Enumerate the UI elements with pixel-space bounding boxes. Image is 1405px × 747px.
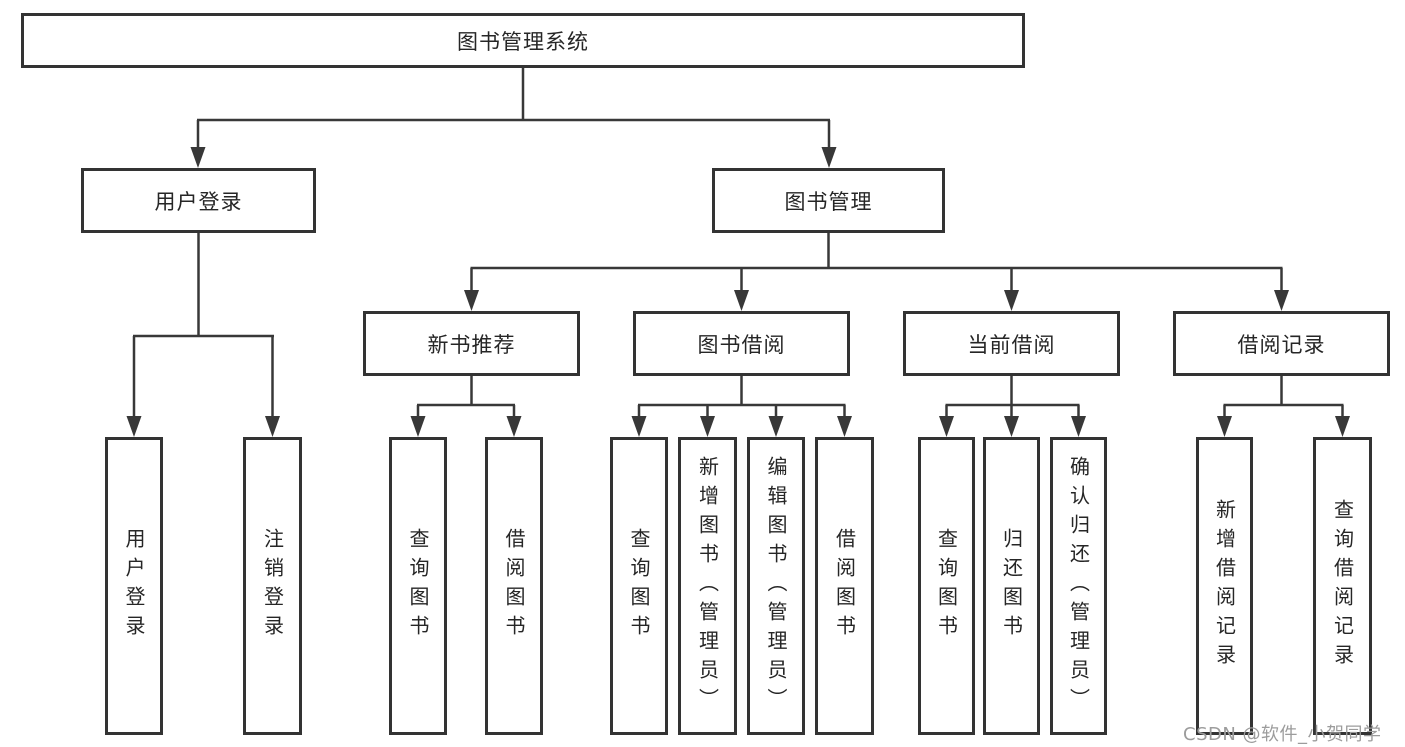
- node-new-book-recommend-label: 新书推荐: [427, 332, 516, 357]
- leaf-add-borrow-record-label: 新增借阅记录: [1212, 499, 1237, 673]
- leaf-user-login: 用户登录: [105, 437, 163, 735]
- node-borrowing-records-label: 借阅记录: [1237, 332, 1326, 357]
- leaf-logout-login-label: 注销登录: [260, 528, 285, 644]
- leaf-add-book-admin: 新增图书（管理员）: [678, 437, 737, 735]
- leaf-query-book-recommend-label: 查询图书: [406, 528, 430, 644]
- leaf-borrow-book-borrowing: 借阅图书: [815, 437, 874, 735]
- node-user-login: 用户登录: [81, 168, 316, 233]
- node-book-management-label: 图书管理: [784, 189, 873, 214]
- leaf-return-book: 归还图书: [983, 437, 1040, 735]
- node-book-borrowing: 图书借阅: [633, 311, 850, 376]
- leaf-return-book-label: 归还图书: [999, 528, 1024, 644]
- leaf-query-book-borrowing: 查询图书: [610, 437, 668, 735]
- leaf-confirm-return-admin-label: 确认归还（管理员）: [1066, 455, 1091, 717]
- leaf-add-borrow-record: 新增借阅记录: [1196, 437, 1253, 735]
- node-root: 图书管理系统: [21, 13, 1025, 68]
- leaf-logout-login: 注销登录: [243, 437, 302, 735]
- leaf-confirm-return-admin: 确认归还（管理员）: [1050, 437, 1107, 735]
- leaf-query-borrow-record: 查询借阅记录: [1313, 437, 1372, 735]
- node-current-borrowing: 当前借阅: [903, 311, 1120, 376]
- leaf-borrow-book-recommend-label: 借阅图书: [502, 528, 526, 644]
- leaf-query-book-borrowing-label: 查询图书: [627, 528, 651, 644]
- watermark: CSDN @软件_小贺同学: [1183, 724, 1382, 745]
- leaf-edit-book-admin: 编辑图书（管理员）: [747, 437, 805, 735]
- leaf-edit-book-admin-label: 编辑图书（管理员）: [764, 455, 788, 717]
- node-new-book-recommend: 新书推荐: [363, 311, 580, 376]
- leaf-add-book-admin-label: 新增图书（管理员）: [695, 455, 720, 717]
- leaf-query-book-current-label: 查询图书: [934, 528, 959, 644]
- node-user-login-label: 用户登录: [154, 189, 243, 214]
- leaf-borrow-book-recommend: 借阅图书: [485, 437, 543, 735]
- leaf-query-book-current: 查询图书: [918, 437, 975, 735]
- node-borrowing-records: 借阅记录: [1173, 311, 1390, 376]
- leaf-query-book-recommend: 查询图书: [389, 437, 447, 735]
- node-current-borrowing-label: 当前借阅: [967, 332, 1056, 357]
- node-book-management: 图书管理: [712, 168, 945, 233]
- leaf-user-login-label: 用户登录: [122, 528, 146, 644]
- leaf-borrow-book-borrowing-label: 借阅图书: [832, 528, 857, 644]
- leaf-query-borrow-record-label: 查询借阅记录: [1330, 499, 1355, 673]
- node-book-borrowing-label: 图书借阅: [697, 332, 786, 357]
- node-root-label: 图书管理系统: [457, 29, 589, 54]
